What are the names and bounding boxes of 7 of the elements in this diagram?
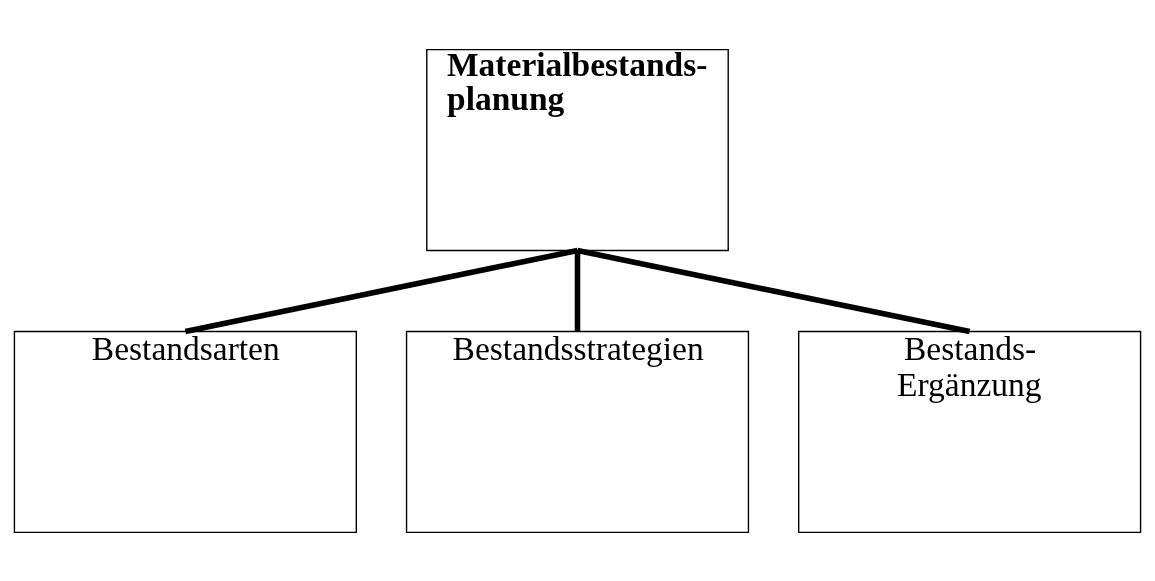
- connector: [576, 247, 971, 334]
- node-box: Bestands- Ergänzung: [797, 330, 1142, 533]
- node-box: Materialbestands- planung: [426, 48, 729, 251]
- connector: [184, 247, 579, 334]
- node-box: Bestandsarten: [13, 330, 357, 533]
- connector: [574, 250, 581, 331]
- node-box: Bestandsstrategien: [405, 330, 750, 533]
